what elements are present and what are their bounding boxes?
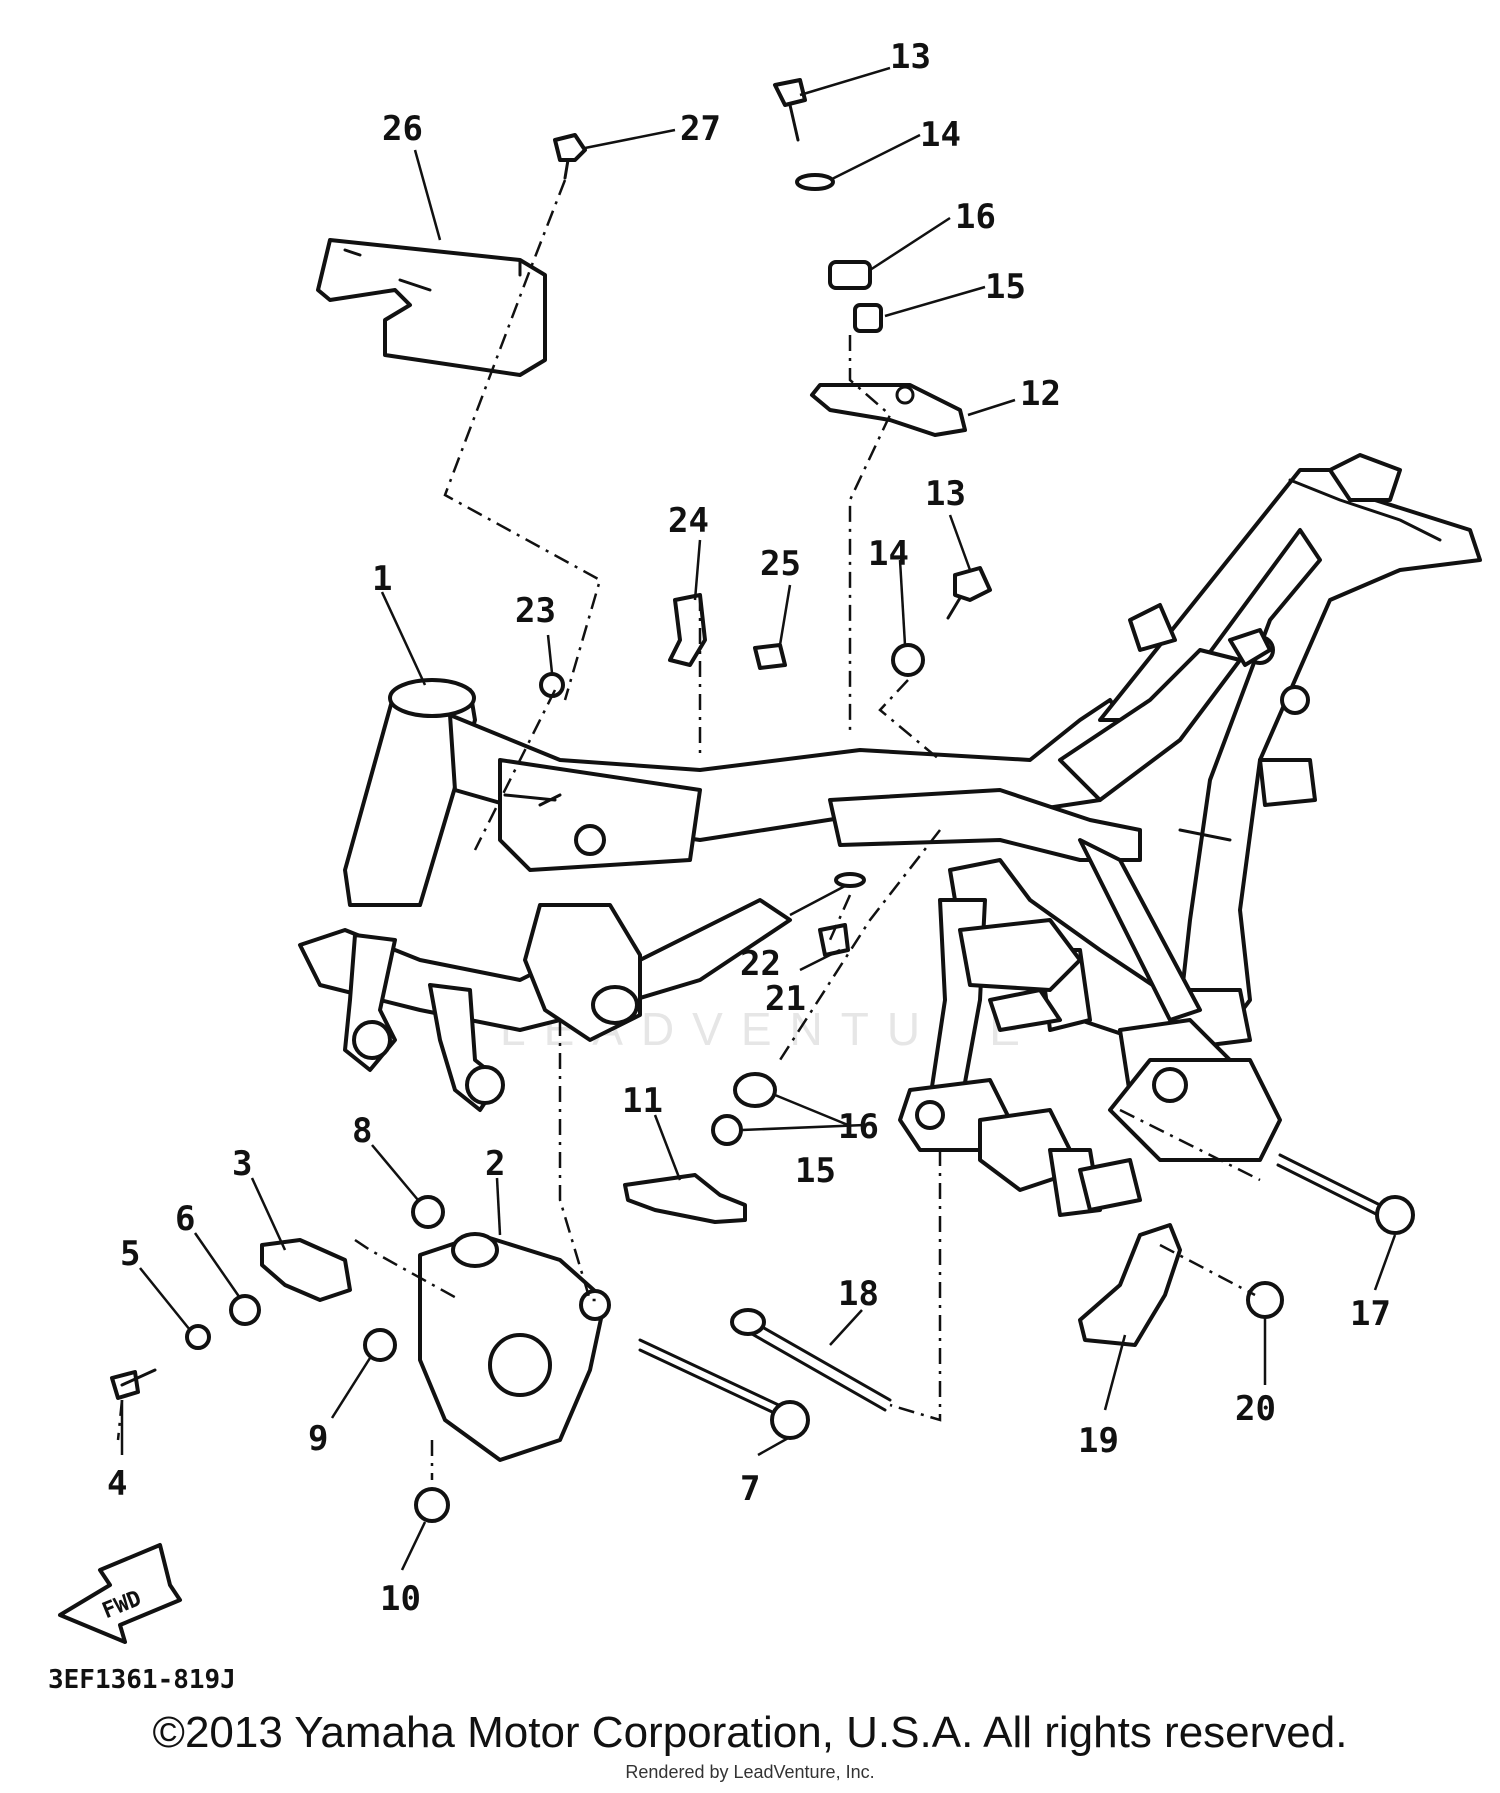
part-8-nut	[411, 1195, 445, 1229]
part-12-bracket	[810, 383, 967, 437]
callout-15-lower: 15	[795, 1151, 836, 1191]
callout-24: 24	[668, 501, 709, 541]
part-7-long-bolt	[638, 1338, 787, 1410]
forward-arrow-icon: FWD	[58, 1543, 182, 1644]
part-11-bracket	[623, 1173, 747, 1224]
frame-assembly	[298, 453, 1482, 1217]
callout-27: 27	[680, 109, 721, 149]
part-14-washer-lower	[891, 643, 925, 677]
part-3-bracket	[260, 1238, 352, 1302]
part-16-collar-lower	[733, 1072, 777, 1108]
part-20-nut	[1246, 1281, 1284, 1319]
part-5-washer	[185, 1324, 211, 1350]
part-23-bolt	[539, 672, 565, 698]
callout-14-lower: 14	[868, 534, 909, 574]
callout-17: 17	[1350, 1294, 1391, 1334]
callout-12: 12	[1020, 374, 1061, 414]
callout-19: 19	[1078, 1421, 1119, 1461]
callout-8: 8	[352, 1111, 372, 1151]
part-15-damper-upper	[853, 303, 883, 333]
part-13-bolt-upper	[773, 78, 807, 107]
part-13-bolt-lower	[953, 566, 992, 602]
part-16-collar-upper	[828, 260, 872, 290]
callout-13-lower: 13	[925, 474, 966, 514]
callout-10: 10	[380, 1579, 421, 1619]
part-18-long-bolt	[748, 1318, 892, 1402]
part-25-bolt	[753, 643, 787, 670]
rendered-by-notice: Rendered by LeadVenture, Inc.	[625, 1762, 875, 1782]
callout-22: 22	[740, 944, 781, 984]
part-9-nut	[363, 1328, 397, 1362]
drawing-code: 3EF1361-819J	[48, 1665, 236, 1695]
callout-9: 9	[308, 1419, 328, 1459]
callout-2: 2	[485, 1144, 505, 1184]
callout-3: 3	[232, 1144, 252, 1184]
part-27-bolt	[553, 133, 587, 162]
part-17-long-bolt	[1278, 1153, 1392, 1212]
callout-13-upper: 13	[890, 37, 931, 77]
callout-16-lower: 16	[838, 1107, 879, 1147]
callout-15-upper: 15	[985, 267, 1026, 307]
part-19-bracket	[1078, 1223, 1182, 1347]
callout-26: 26	[382, 109, 423, 149]
callout-7: 7	[740, 1469, 760, 1509]
part-15-damper-lower	[711, 1114, 743, 1146]
callout-5: 5	[120, 1234, 140, 1274]
copyright-notice: ©2013 Yamaha Motor Corporation, U.S.A. A…	[152, 1708, 1348, 1757]
callout-4: 4	[107, 1464, 127, 1504]
callout-23: 23	[515, 591, 556, 631]
callout-1: 1	[372, 559, 392, 599]
part-6-washer	[229, 1294, 261, 1326]
callout-20: 20	[1235, 1389, 1276, 1429]
part-26-cover	[316, 238, 547, 377]
part-14-washer-upper	[795, 173, 835, 191]
callout-16-upper: 16	[955, 197, 996, 237]
part-22-washer	[834, 872, 866, 888]
callout-25: 25	[760, 544, 801, 584]
callout-18: 18	[838, 1274, 879, 1314]
callout-11: 11	[622, 1081, 663, 1121]
callout-21: 21	[765, 979, 806, 1019]
callout-6: 6	[175, 1199, 195, 1239]
part-10-nut	[414, 1487, 450, 1523]
callout-14-upper: 14	[920, 115, 961, 155]
